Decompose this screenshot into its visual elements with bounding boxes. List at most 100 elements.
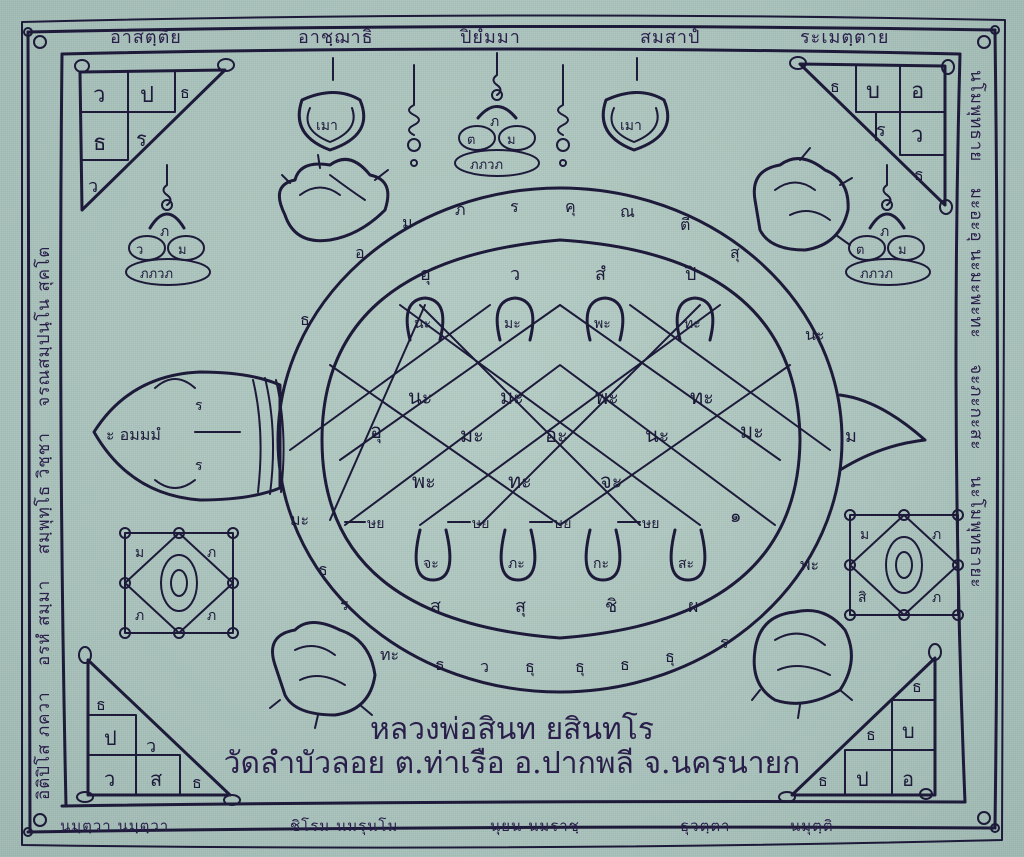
svg-text:ต: ต xyxy=(467,133,475,148)
svg-text:ร: ร xyxy=(340,595,349,614)
svg-text:ว: ว xyxy=(146,736,156,757)
svg-text:ธุ: ธุ xyxy=(525,657,535,677)
turtle-flipper-front-right xyxy=(752,147,853,252)
svg-text:ธ: ธ xyxy=(912,677,922,696)
svg-text:ต: ต xyxy=(856,243,864,258)
svg-text:ธ: ธ xyxy=(830,77,840,96)
shell-rim-syllables: อ ม ภ ร คุ ณ ตี สุ ธ นะ มะ พะ ทะ ธ ว ธุ … xyxy=(290,197,825,677)
svg-text:นะ: นะ xyxy=(805,325,825,344)
svg-text:ม: ม xyxy=(178,243,187,258)
corner-triangle-top-left: ว ป ธ ธ ร ว xyxy=(74,58,235,212)
unalom-pot-right: ภ ต ม ภภวภ xyxy=(845,164,931,286)
border-top-word-4: สมสาปํ xyxy=(640,27,701,48)
svg-text:อ: อ xyxy=(911,79,924,104)
caption-temple-address: วัดลำบัวลอย ต.ท่าเรือ อ.ปากพลี จ.นครนายก xyxy=(223,746,801,781)
diamond-square-right: ม ภ สิ ภ xyxy=(844,509,964,621)
svg-text:ว: ว xyxy=(104,767,115,791)
turtle-flipper-back-right xyxy=(751,609,853,719)
svg-text:ณ: ณ xyxy=(620,202,635,221)
svg-text:ปิ: ปิ xyxy=(685,264,697,285)
svg-text:ภ: ภ xyxy=(207,545,216,561)
border-left-word-2: อรหํ สมฺมา xyxy=(34,579,54,666)
border-bottom-word-5: นมุตฺติ xyxy=(790,817,834,835)
svg-text:อุ: อุ xyxy=(370,419,382,444)
svg-text:ร: ร xyxy=(720,633,729,652)
svg-text:สะ: สะ xyxy=(678,556,694,572)
svg-text:ว: ว xyxy=(510,264,520,285)
border-right-word-1: นโมพุทธาย xyxy=(966,70,986,163)
svg-text:ตี: ตี xyxy=(680,215,690,234)
svg-text:ภ: ภ xyxy=(932,527,941,543)
shell-grid-syllables: นะ มะ พะ ทะ อุ มะ อะ นะ มะ พะ ทะ จะ ๑ xyxy=(370,385,764,527)
svg-text:ภภวภ: ภภวภ xyxy=(140,267,173,282)
svg-text:ภ: ภ xyxy=(455,200,466,219)
shell-top-row: อุ ว สํ ปิ xyxy=(420,264,696,285)
turtle-head: ะ อมมมํ ร ร xyxy=(92,370,285,502)
svg-text:ธ: ธ xyxy=(318,560,328,579)
border-bottom-word-2: ชิโรม นมรุนโม xyxy=(290,817,399,835)
svg-text:ทะ: ทะ xyxy=(380,645,399,664)
svg-text:กะ: กะ xyxy=(593,556,609,572)
svg-text:ป: ป xyxy=(140,83,154,108)
border-top-word-2: อาชฺฌาธิ xyxy=(298,27,374,48)
border-text-right: นโมพุทธาย มะอะอุ นะมะพะทะ จะภะกะสะ นะโมพ… xyxy=(966,70,990,800)
svg-text:นะ: นะ xyxy=(408,385,432,409)
svg-text:ส: ส xyxy=(430,596,441,617)
svg-text:ธ: ธ xyxy=(300,310,310,329)
svg-text:อะ: อะ xyxy=(545,423,568,447)
svg-text:ว: ว xyxy=(93,83,105,108)
svg-text:ทะ: ทะ xyxy=(684,316,701,332)
svg-text:ธ: ธ xyxy=(435,655,445,674)
svg-text:ทะ: ทะ xyxy=(690,385,714,409)
turtle-shell xyxy=(276,186,844,694)
svg-text:นะ: นะ xyxy=(645,423,669,447)
border-right-word-2: มะอะอุ นะมะพะทะ xyxy=(966,187,986,339)
svg-text:ส: ส xyxy=(150,767,162,791)
svg-text:ม: ม xyxy=(898,243,907,258)
svg-text:จะ: จะ xyxy=(423,556,439,572)
svg-text:พะ: พะ xyxy=(594,316,611,332)
shell-loops-top: นะ มะ พะ ทะ xyxy=(405,296,715,342)
svg-text:ม: ม xyxy=(860,527,869,543)
svg-text:ร: ร xyxy=(510,197,519,216)
svg-text:ภะ: ภะ xyxy=(508,556,525,572)
svg-text:คุ: คุ xyxy=(565,197,576,217)
border-left-word-4: จรณสมฺปนฺโน สุคโต xyxy=(34,245,54,407)
shell-dash-row: ษย ษย ษย ษย xyxy=(344,516,659,532)
caption-monk-name: หลวงพ่อสินท ยสินทโร xyxy=(370,712,654,747)
svg-text:ะ อมมมํ: ะ อมมมํ xyxy=(106,425,161,444)
svg-text:ภภวภ: ภภวภ xyxy=(860,267,893,282)
unalom-pot-left: ภ ว ม ภภวภ xyxy=(125,164,211,286)
unalom-hanging-left xyxy=(407,64,421,167)
svg-text:ษย: ษย xyxy=(367,516,384,532)
svg-text:ธ: ธ xyxy=(96,695,106,714)
svg-text:ม: ม xyxy=(845,426,857,447)
svg-text:นะ: นะ xyxy=(414,316,431,332)
svg-text:ชิ: ชิ xyxy=(605,596,617,617)
svg-text:ภภวภ: ภภวภ xyxy=(470,158,503,173)
svg-text:ป: ป xyxy=(104,726,117,750)
eye-seal-right: เมา xyxy=(601,57,670,152)
svg-text:พะ: พะ xyxy=(595,385,619,409)
svg-text:อุ: อุ xyxy=(420,264,431,285)
svg-text:ม: ม xyxy=(507,133,516,148)
svg-text:ภ: ภ xyxy=(932,590,941,606)
svg-text:ธ: ธ xyxy=(93,131,106,156)
corner-triangle-bottom-right: ธ ธ บ ธ ป อ xyxy=(778,643,942,803)
svg-text:ว: ว xyxy=(88,176,98,197)
border-text-left: อิติปิโส ภควา อรหํ สมฺมา สมฺพุทฺโธ วิชฺช… xyxy=(30,70,54,800)
border-top-word-5: ระเมตฺตาย xyxy=(800,27,890,48)
svg-text:๑: ๑ xyxy=(730,506,741,527)
turtle-flipper-back-left xyxy=(269,621,377,729)
border-top-word-3: ปิยํมมา xyxy=(460,27,521,48)
diamond-square-left: ม ภ ภ ภ xyxy=(119,527,239,639)
svg-text:เมา: เมา xyxy=(316,118,338,134)
border-left-word-3: สมฺพุทฺโธ วิชฺชา xyxy=(34,432,54,555)
svg-text:ษย: ษย xyxy=(642,516,659,532)
svg-text:ผ: ผ xyxy=(688,596,699,617)
svg-text:พะ: พะ xyxy=(412,469,436,493)
svg-text:ม: ม xyxy=(402,213,413,232)
svg-text:ว: ว xyxy=(480,657,489,676)
